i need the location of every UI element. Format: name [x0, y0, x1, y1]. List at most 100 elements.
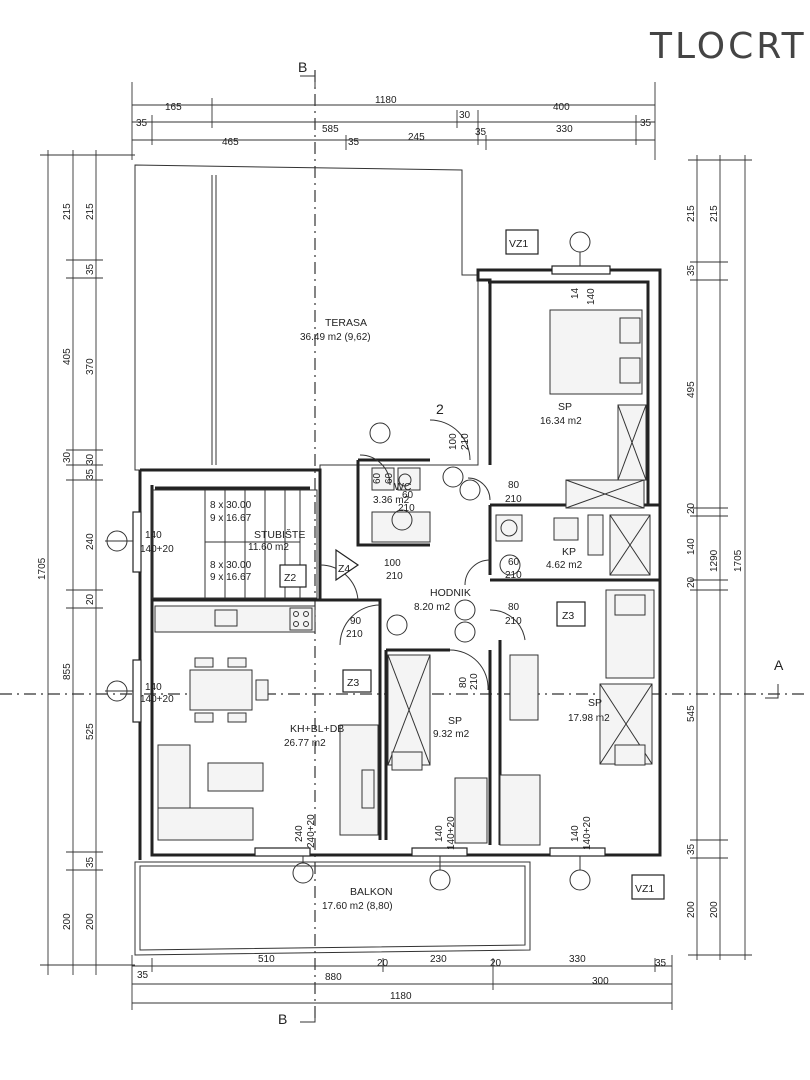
room-sp1-name: SP — [558, 401, 572, 413]
dim-left-215b: 215 — [85, 203, 96, 220]
door-sp3-b: 210 — [505, 616, 522, 627]
dim-bottom-20b: 20 — [490, 958, 502, 969]
room-labels: TERASA 36.49 m2 (9,62) SP 16.34 m2 WC 3.… — [248, 317, 610, 912]
dim-right-215b: 215 — [709, 205, 720, 222]
door-stair-b: 210 — [386, 571, 403, 582]
section-a-label: A — [774, 657, 784, 673]
dim-left-35a: 35 — [85, 263, 96, 275]
dim-bottom-510: 510 — [258, 954, 275, 965]
room-terasa-name: TERASA — [325, 317, 367, 329]
dim-right-35a: 35 — [686, 264, 697, 276]
room-kh-name: KH+BL+DB — [290, 723, 344, 735]
dim-right-20a: 20 — [686, 502, 697, 514]
dim-right-1705: 1705 — [733, 549, 744, 572]
door-sp1-b: 210 — [460, 433, 471, 450]
win-kh-b: 140+20 — [140, 694, 174, 705]
room-sp3-name: SP — [588, 697, 602, 709]
dim-top-35a: 35 — [136, 118, 148, 129]
dimensions-left: 215 215 35 405 370 30 35 30 240 20 1705 … — [37, 150, 135, 975]
room-balkon-area: 17.60 m2 (8,80) — [322, 901, 393, 912]
dim-right-20b: 20 — [686, 576, 697, 588]
dim-top-165: 165 — [165, 102, 182, 113]
win-stair-a: 140 — [145, 530, 162, 541]
kitchen-counter — [154, 605, 316, 633]
dim-bottom-20a: 20 — [377, 958, 389, 969]
dim-bottom-300: 300 — [592, 976, 609, 987]
dim-right-200b: 200 — [709, 901, 720, 918]
dim-right-140: 140 — [686, 538, 697, 555]
dim-top-35b: 35 — [640, 118, 652, 129]
win-sp3-a: 140 — [570, 825, 581, 842]
section-a-marker — [765, 684, 779, 699]
opening-labels: 14 140 100 210 60 60 60 210 80 210 60 21… — [140, 287, 597, 850]
sofa — [157, 744, 264, 841]
drawing-title: TLOCRT — [650, 26, 807, 67]
dim-left-20: 20 — [85, 593, 96, 605]
dim-right-215a: 215 — [686, 205, 697, 222]
stair-note-1: 8 x 30.00 — [210, 500, 252, 511]
win-kh-a: 140 — [145, 682, 162, 693]
tag-vz1-bottom: VZ1 — [635, 883, 654, 895]
dim-bottom-1180: 1180 — [390, 991, 412, 1002]
dim-left-215a: 215 — [62, 203, 73, 220]
room-sp1-area: 16.34 m2 — [540, 416, 582, 427]
win-sp2-b: 140+20 — [446, 816, 457, 850]
dim-bottom-35b: 35 — [655, 958, 667, 969]
dimensions-top: 165 1180 400 35 30 35 465 585 35 245 35 … — [131, 82, 656, 160]
balcony — [134, 861, 531, 956]
room-sp3-area: 17.98 m2 — [568, 713, 610, 724]
win-stair-b: 140+20 — [140, 544, 174, 555]
door-kh-b: 210 — [346, 629, 363, 640]
dim-left-1705: 1705 — [37, 557, 48, 580]
win-sp2-a: 140 — [434, 825, 445, 842]
win-kh-bottom-b: 240+20 — [306, 814, 317, 848]
section-b-top-marker — [300, 75, 316, 88]
room-sp2-name: SP — [448, 715, 462, 727]
stair-notes: 8 x 30.00 9 x 16.67 8 x 30.00 9 x 16.67 — [210, 500, 252, 583]
door-hall-top-a: 80 — [508, 480, 520, 491]
door-hall-top-b: 210 — [505, 494, 522, 505]
door-stair-a: 100 — [384, 558, 401, 569]
room-sp2-area: 9.32 m2 — [433, 729, 470, 740]
dim-bottom-230: 230 — [430, 954, 447, 965]
dim-bottom-330: 330 — [569, 954, 586, 965]
dim-left-525: 525 — [85, 723, 96, 740]
dim-left-200a: 200 — [62, 913, 73, 930]
room-kp-name: KP — [562, 546, 576, 558]
wc-inner-a: 60 — [372, 472, 383, 484]
door-kh-a: 90 — [350, 616, 362, 627]
win-sp1-b: 140 — [586, 288, 597, 305]
dim-left-405: 405 — [62, 348, 73, 365]
door-wc-a: 60 — [402, 490, 414, 501]
dim-right-545: 545 — [686, 705, 697, 722]
door-kp-b: 210 — [505, 570, 522, 581]
tag-z2: Z2 — [284, 572, 296, 584]
dim-top-330: 330 — [556, 124, 573, 135]
dim-right-1290: 1290 — [709, 549, 720, 572]
room-kh-area: 26.77 m2 — [284, 738, 326, 749]
dim-left-200b: 200 — [85, 913, 96, 930]
furniture-sp3 — [499, 589, 655, 846]
tags: VZ1 VZ1 Z3 Z3 Z2 Z4 2 — [279, 229, 665, 900]
dim-left-855: 855 — [62, 663, 73, 680]
dim-bottom-880: 880 — [325, 972, 342, 983]
dim-top-35c: 35 — [348, 137, 360, 148]
room-wc-name: WC — [394, 481, 412, 493]
stair-note-3: 8 x 30.00 — [210, 560, 252, 571]
stair-note-2: 9 x 16.67 — [210, 513, 252, 524]
dim-top-585: 585 — [322, 124, 339, 135]
door-sp2-a: 80 — [458, 676, 469, 688]
room-stubiste-area: 11.60 m2 — [248, 542, 289, 553]
dim-top-400: 400 — [553, 102, 570, 113]
element-markers — [105, 231, 591, 891]
door-wc-b: 210 — [398, 503, 415, 514]
dimensions-bottom: 35 510 20 230 20 330 35 880 300 1180 — [131, 954, 673, 1010]
dim-left-35b: 35 — [85, 856, 96, 868]
furniture-sp2 — [387, 654, 488, 844]
bed-sp1 — [549, 309, 647, 509]
win-kh-bottom-a: 240 — [294, 825, 305, 842]
section-b-bottom-label: B — [278, 1011, 287, 1027]
door-sp1-a: 100 — [448, 433, 459, 450]
room-wc-area: 3.36 m2 — [373, 495, 410, 506]
dim-top-35d: 35 — [475, 127, 487, 138]
